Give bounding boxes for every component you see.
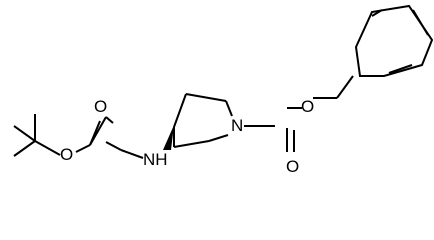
- benzene-ring: [354, 4, 434, 77]
- atom-label-oxygen-tbu: O: [60, 145, 73, 164]
- atom-label-nitrogen-ring: N: [231, 116, 243, 135]
- atom-label-oxygen-cbz-ether: O: [301, 97, 314, 116]
- atom-label-oxygen-boc-carbonyl: O: [94, 97, 107, 116]
- atom-label-nh: NH: [143, 150, 168, 169]
- cbz-carbamate: [244, 75, 354, 152]
- atom-label-oxygen-cbz-carbonyl: O: [286, 157, 299, 176]
- boc-carbamate: [75, 116, 144, 159]
- tert-butyl-group: [13, 114, 61, 157]
- chemical-structure: O O NH N O O: [13, 4, 434, 176]
- stereo-wedge-bond: [163, 125, 174, 150]
- pyrrolidine-ring: [173, 93, 233, 148]
